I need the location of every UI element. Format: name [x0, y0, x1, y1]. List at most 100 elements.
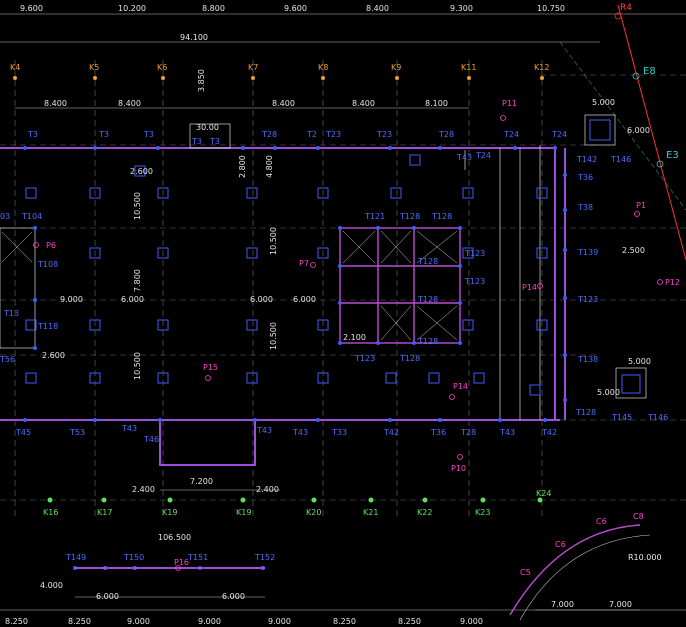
point-p15: P15	[203, 363, 218, 372]
tag-t43b: T43	[121, 424, 137, 433]
bottom-dim-7: 8.250	[398, 617, 421, 626]
tag-t3e: T3	[209, 137, 220, 146]
dim-4800: 4.800	[265, 155, 274, 178]
top-dim-1: 9.600	[20, 4, 43, 13]
tag-t43e: T43	[499, 428, 515, 437]
bottom-dim-5: 9.000	[268, 617, 291, 626]
axis-r4-line	[617, 4, 686, 261]
point-p14b: P14	[522, 283, 537, 292]
dim-6000e: 6.000	[96, 592, 119, 601]
top-dim-5: 8.400	[366, 4, 389, 13]
tag-t43: T43	[456, 153, 472, 162]
tag-t23a: T23	[325, 130, 341, 139]
curved-beam	[509, 524, 641, 616]
axis-k16: K16	[43, 508, 58, 517]
columns	[25, 119, 641, 396]
tag-t03: 03	[0, 212, 10, 221]
axis-r4-bubble	[614, 12, 622, 20]
tag-t2: T2	[306, 130, 317, 139]
axis-k23: K23	[475, 508, 490, 517]
dim-5000b: 5.000	[628, 357, 651, 366]
dim-10500b: 10.500	[133, 352, 142, 380]
tag-t28c: T28	[460, 428, 476, 437]
tag-t24a: T24	[503, 130, 519, 139]
tag-t128d: T128	[417, 295, 438, 304]
axis-e8: E8	[643, 66, 656, 77]
bottom-dim-2: 8.250	[68, 617, 91, 626]
tag-t123d: T123	[354, 354, 375, 363]
dim-2400a: 2.400	[132, 485, 155, 494]
tag-t36b: T36	[430, 428, 446, 437]
tag-t123a: T123	[464, 249, 485, 258]
curve-label-c6b: C6	[596, 517, 607, 526]
axis-k19a: K19	[162, 508, 177, 517]
axis-e3-bubble	[656, 160, 664, 168]
tag-t152: T152	[254, 553, 275, 562]
dim-6000f: 6.000	[222, 592, 245, 601]
tag-t128g: T128	[575, 408, 596, 417]
axis-k9: K9	[391, 63, 401, 72]
tag-t108: T108	[37, 260, 58, 269]
tag-t138: T138	[577, 355, 598, 364]
tag-t42: T42	[383, 428, 399, 437]
walls	[0, 147, 566, 466]
top-dim-6: 9.300	[450, 4, 473, 13]
axis-dots-bottom	[47, 497, 543, 503]
axis-dots-top	[13, 76, 544, 80]
tag-t24b: T24	[551, 130, 567, 139]
tag-t128a: T128	[399, 212, 420, 221]
axis-k8: K8	[318, 63, 328, 72]
tag-t42b: T42	[541, 428, 557, 437]
curved-beam-edge	[519, 534, 651, 621]
tag-t149: T149	[65, 553, 86, 562]
dim-5000a: 5.000	[592, 98, 615, 107]
tag-t28b: T28	[438, 130, 454, 139]
bottom-dim-1: 8.250	[5, 617, 28, 626]
axis-k17: K17	[97, 508, 112, 517]
dim-2600b: 2.600	[42, 351, 65, 360]
point-p7: P7	[299, 259, 309, 268]
tag-t128e: T128	[399, 354, 420, 363]
tag-t150: T150	[123, 553, 144, 562]
dim-7000a: 7.000	[551, 600, 574, 609]
sub-dim-3: 8.400	[272, 99, 295, 108]
tag-t128c: T128	[417, 257, 438, 266]
tag-t24c: T24	[475, 151, 491, 160]
point-markers	[33, 115, 663, 571]
tag-t145: T145	[611, 413, 632, 422]
tag-t3a: T3	[27, 130, 38, 139]
dim-10500c: 10.500	[269, 227, 278, 255]
dim-6000a: 6.000	[121, 295, 144, 304]
bottom-dim-6: 8.250	[333, 617, 356, 626]
wall-outlines	[0, 114, 647, 420]
top-dim-4: 9.600	[284, 4, 307, 13]
tags: T3 T3 T3 T3 T3 T28 T2 T23 T23 T28 T24 T2…	[0, 130, 668, 562]
curve-label-c6a: C6	[555, 540, 566, 549]
dim-2800: 2.800	[238, 155, 247, 178]
dim-5000c: 5.000	[597, 388, 620, 397]
dim-6000d: 6.000	[627, 126, 650, 135]
point-p10: P10	[451, 464, 466, 473]
axis-e-diag	[559, 41, 686, 211]
tag-t142: T142	[576, 155, 597, 164]
axis-k19b: K19	[236, 508, 251, 517]
radius-label: R10.000	[628, 553, 662, 562]
dimension-lines	[0, 13, 686, 611]
dim-7200: 7.200	[190, 477, 213, 486]
axis-k20: K20	[306, 508, 321, 517]
curve-label-c5: C5	[520, 568, 531, 577]
tag-t128f: T128	[417, 337, 438, 346]
dim-4000: 4.000	[40, 581, 63, 590]
dim-7800: 7.800	[133, 269, 142, 292]
axis-k21: K21	[363, 508, 378, 517]
bottom-dim-4: 9.000	[198, 617, 221, 626]
axis-k12: K12	[534, 63, 549, 72]
sub-dim-4: 8.400	[352, 99, 375, 108]
tag-t123b: T123	[464, 277, 485, 286]
dim-106500: 106.500	[158, 533, 191, 542]
dim-2400b: 2.400	[256, 485, 279, 494]
tag-t3d: T3	[191, 137, 202, 146]
curve-label-c8: C8	[633, 512, 644, 521]
